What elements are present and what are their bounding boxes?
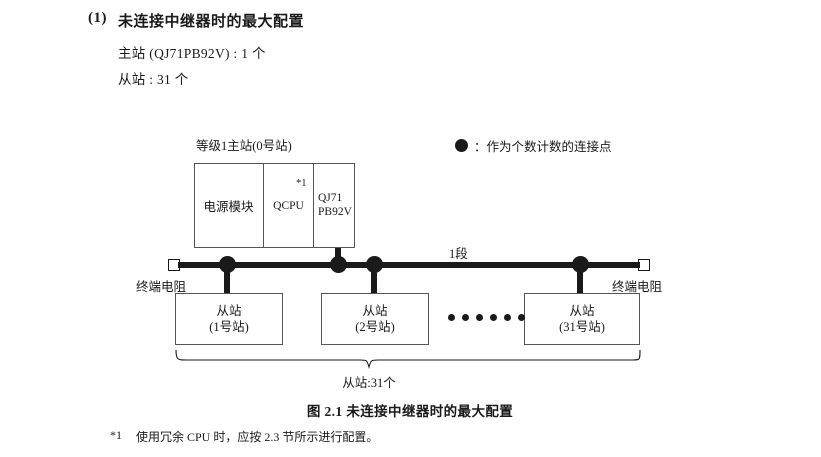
slave-title: 从站 — [362, 303, 388, 318]
slave-2-drop-line — [371, 264, 377, 294]
slave-station-number: (2号站) — [355, 320, 395, 334]
connection-node-icon — [572, 256, 589, 273]
qcpu-cell: QCPU — [263, 163, 313, 248]
footnote-text: 使用冗余 CPU 时，应按 2.3 节所示进行配置。 — [136, 430, 379, 444]
terminating-resistor-left-label: 终端电阻 — [136, 280, 187, 294]
ellipsis-dot-icon — [518, 314, 525, 321]
slave-title: 从站 — [216, 303, 242, 318]
spec-master-station: 主站 (QJ71PB92V) : 1 个 — [118, 46, 266, 61]
ellipsis-dot-icon — [462, 314, 469, 321]
filled-circle-icon — [455, 139, 468, 152]
slave-station-box: 从站 (1号站) — [175, 293, 283, 345]
power-module-cell: 电源模块 — [203, 200, 254, 214]
legend: ：作为个数计数的连接点 — [455, 136, 612, 155]
slave-station-box: 从站 (31号站) — [524, 293, 640, 345]
footnote-mark: *1 — [110, 428, 122, 442]
master-station-label: 等级1主站(0号站) — [196, 139, 292, 153]
qcpu-footnote-mark: *1 — [296, 178, 307, 189]
qj71pb92v-cell: QJ71 PB92V — [313, 163, 355, 248]
ellipsis-dot-icon — [476, 314, 483, 321]
page-title: 未连接中继器时的最大配置 — [118, 14, 305, 30]
footnote: *1 使用冗余 CPU 时，应按 2.3 节所示进行配置。 — [110, 428, 378, 445]
slave-31-drop-line — [577, 264, 583, 294]
ellipsis-dots — [448, 314, 525, 321]
qj71pb92v-line1: QJ71 — [318, 192, 343, 205]
bus-line — [178, 262, 640, 268]
slave-station-number: (1号站) — [209, 320, 249, 334]
terminating-resistor-right-label: 终端电阻 — [612, 280, 663, 294]
segment-label: 1段 — [449, 247, 468, 261]
figure-caption: 图 2.1 未连接中继器时的最大配置 — [306, 404, 514, 419]
ellipsis-dot-icon — [504, 314, 511, 321]
spec-slave-station: 从站 : 31 个 — [118, 72, 189, 87]
slave-title: 从站 — [569, 303, 595, 318]
connection-node-icon — [219, 256, 236, 273]
connection-node-icon — [330, 256, 347, 273]
slave-station-number: (31号站) — [559, 320, 605, 334]
ellipsis-dot-icon — [448, 314, 455, 321]
master-station-box — [194, 163, 355, 248]
qj71pb92v-line2: PB92V — [318, 205, 352, 218]
heading-number: (1) — [88, 10, 107, 26]
slave-total-label: 从站:31个 — [342, 376, 396, 390]
slave-station-box: 从站 (2号站) — [321, 293, 429, 345]
legend-label: ：作为个数计数的连接点 — [474, 140, 612, 154]
connection-node-icon — [366, 256, 383, 273]
ellipsis-dot-icon — [490, 314, 497, 321]
slave-1-drop-line — [224, 264, 230, 294]
